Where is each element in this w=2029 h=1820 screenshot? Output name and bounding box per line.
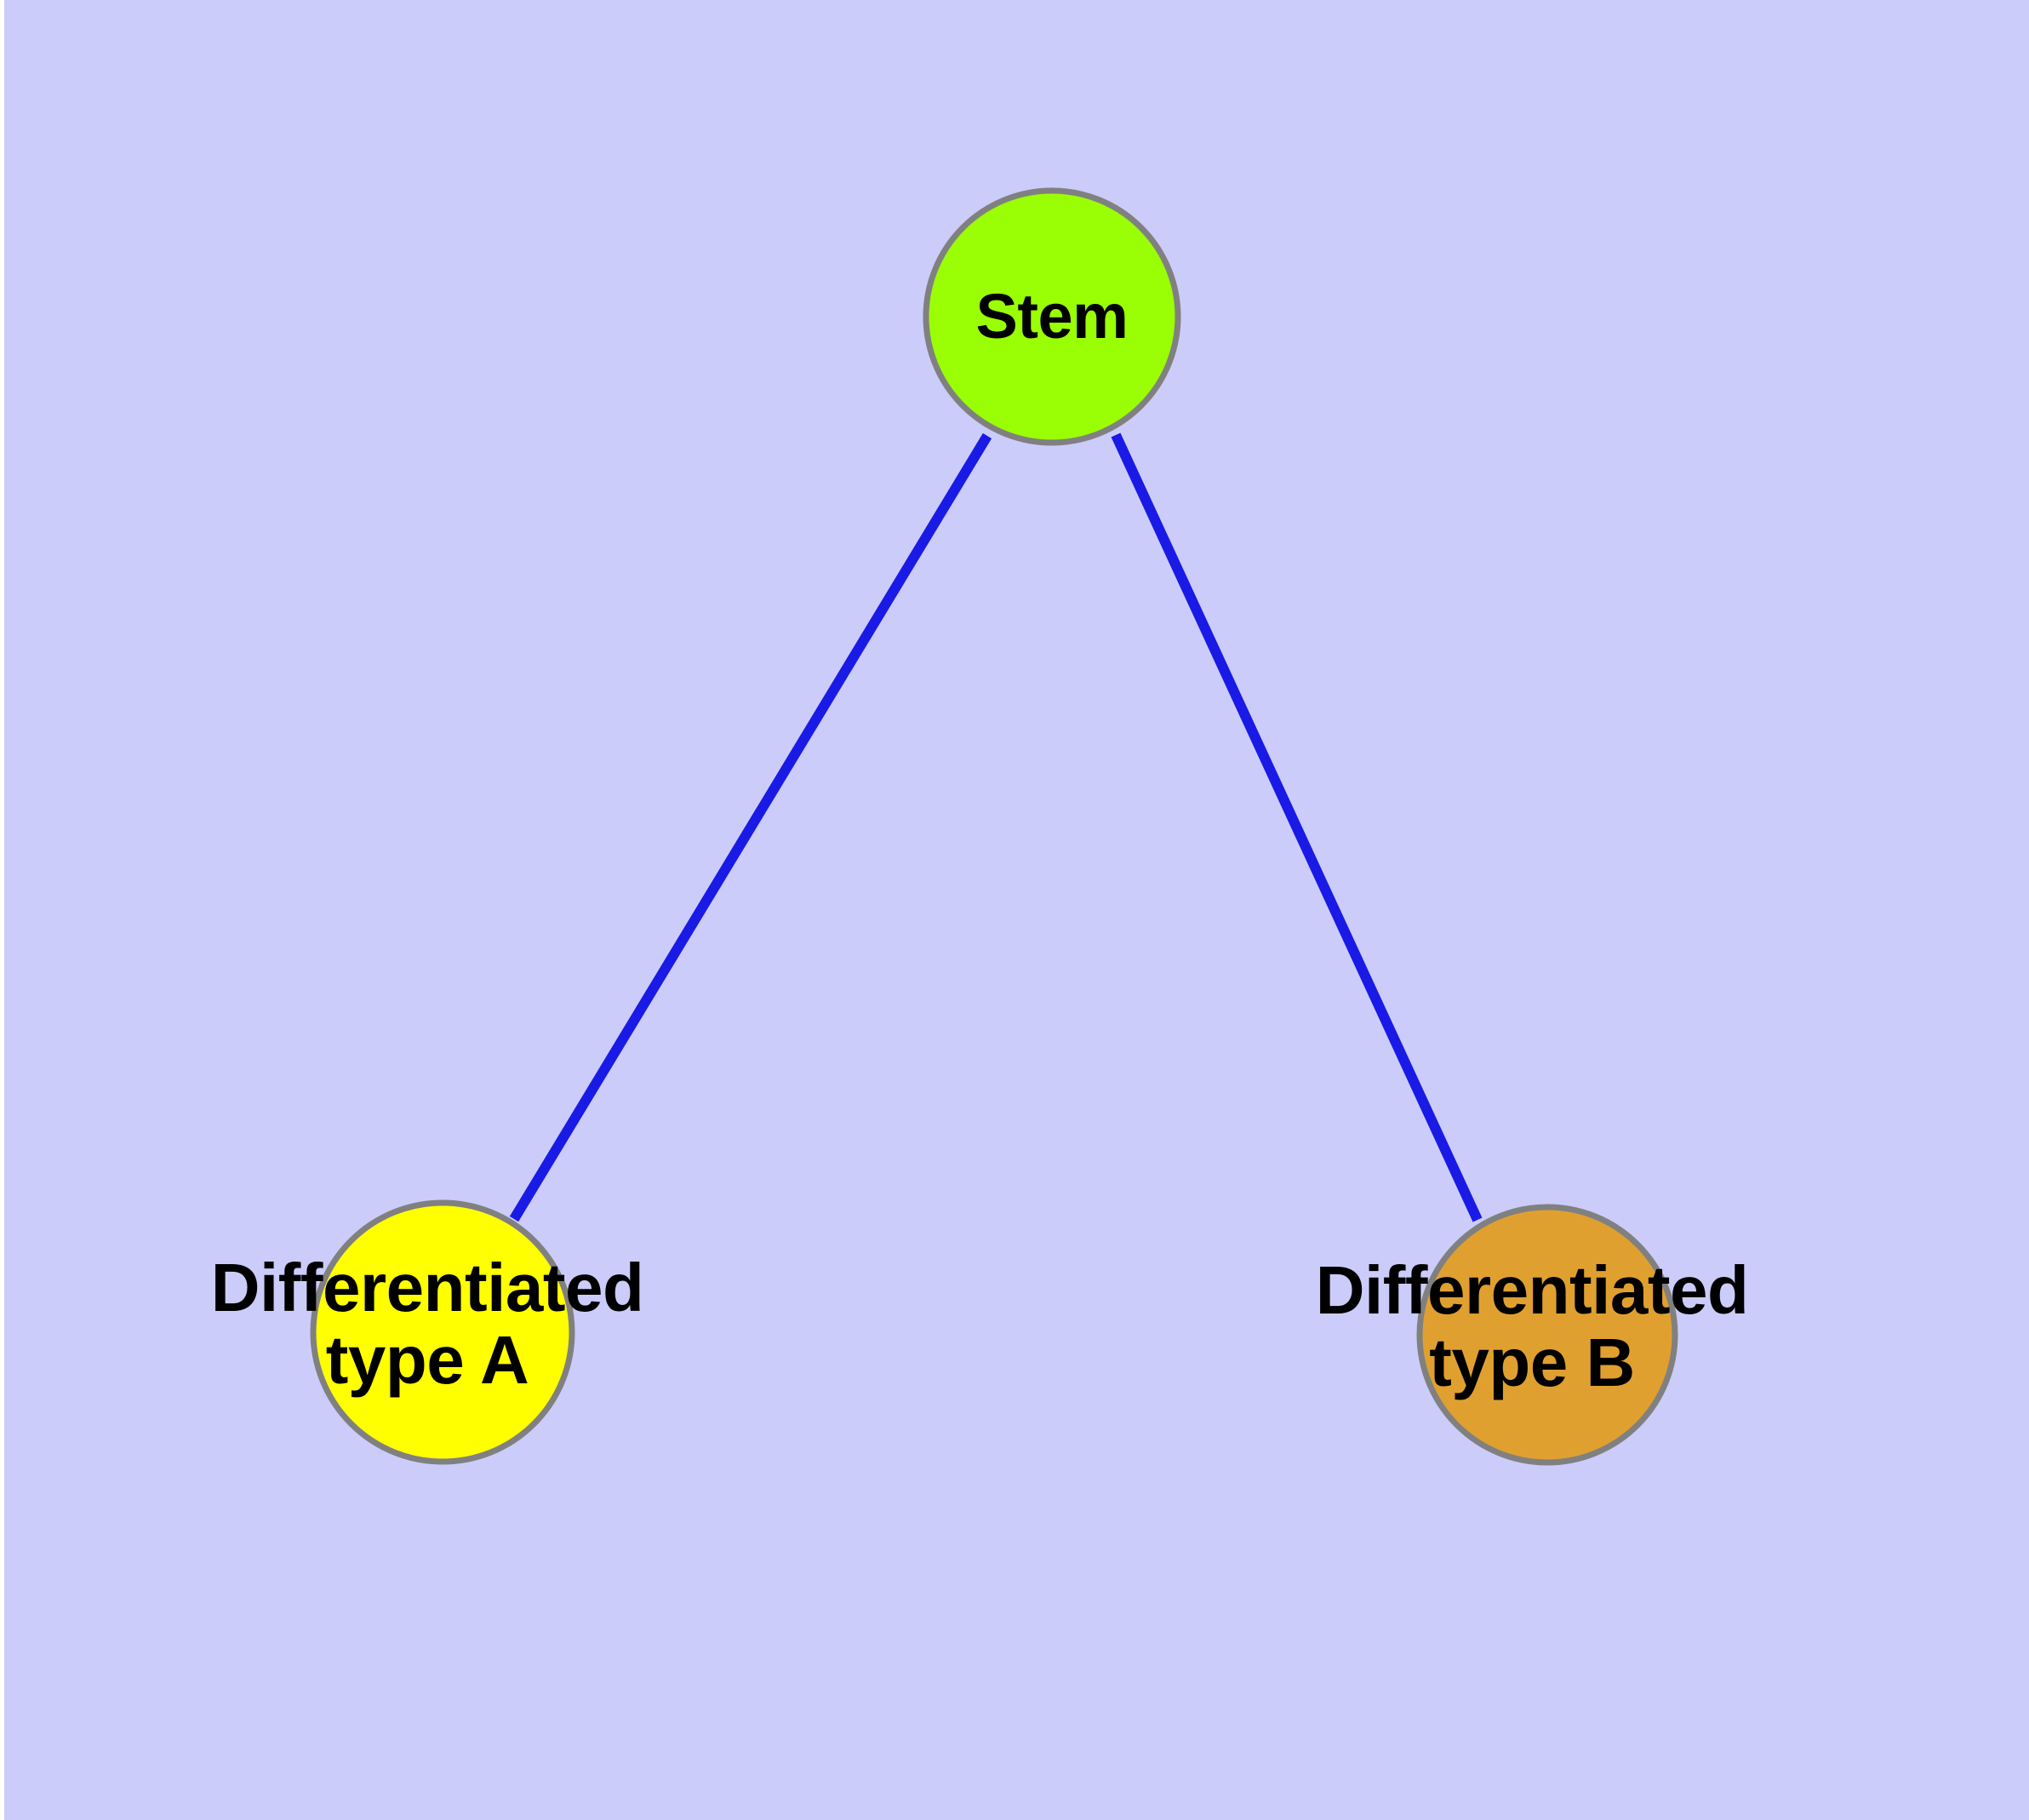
- graph-node-diff-type-a[interactable]: [310, 1199, 575, 1465]
- edges-layer: [509, 432, 1483, 1222]
- graph-node-diff-type-b[interactable]: [1416, 1204, 1678, 1466]
- nodes-layer: [310, 187, 1678, 1466]
- graph-edge-stem-to-type-a[interactable]: [509, 432, 992, 1222]
- graph-node-stem[interactable]: [923, 187, 1181, 446]
- graph-edge-stem-to-type-b[interactable]: [1111, 432, 1483, 1222]
